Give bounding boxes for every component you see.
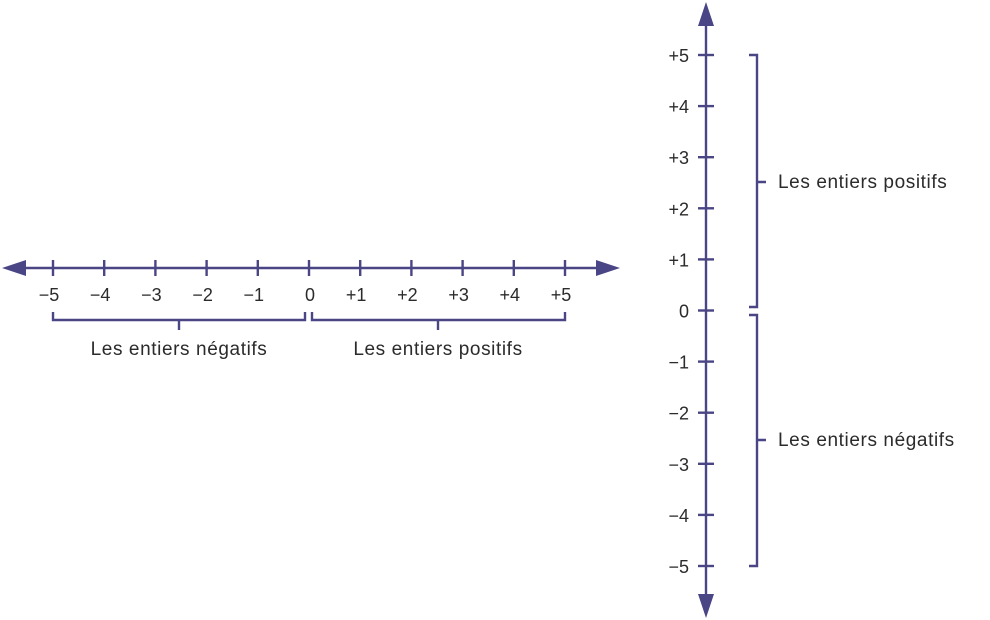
vertical-positive-integers-brace — [749, 53, 766, 309]
vertical-tick-label: +4 — [668, 97, 689, 117]
vertical-tick-label: −1 — [668, 353, 689, 373]
horizontal-tick-label: −4 — [90, 285, 111, 305]
vertical-tick-label: −4 — [668, 506, 689, 526]
horizontal-tick-label: +1 — [346, 285, 367, 305]
up-arrow-icon — [698, 2, 714, 26]
vertical-tick-label: −3 — [668, 455, 689, 475]
down-arrow-icon — [698, 594, 714, 618]
vertical-tick-label: +2 — [668, 199, 689, 219]
horizontal-tick-label: +4 — [500, 285, 521, 305]
horizontal-tick-label: 0 — [305, 285, 315, 305]
horizontal-tick-label: +5 — [551, 285, 572, 305]
vertical-tick-label: −2 — [668, 404, 689, 424]
vertical-negative-integers-label: Les entiers négatifs — [778, 430, 955, 451]
horizontal-tick-labels: −5 −4 −3 −2 −1 0 +1 +2 +3 +4 +5 — [39, 285, 572, 305]
horizontal-tick-label: −2 — [192, 285, 213, 305]
horizontal-number-line: −5 −4 −3 −2 −1 0 +1 +2 +3 +4 +5 Les entiers négati… — [2, 260, 620, 360]
positive-integers-brace — [310, 312, 567, 330]
left-arrow-icon — [2, 260, 26, 276]
positive-integers-label: Les entiers positifs — [353, 339, 522, 360]
horizontal-tick-label: −3 — [141, 285, 162, 305]
horizontal-tick-label: −1 — [244, 285, 265, 305]
vertical-tick-label: +5 — [668, 46, 689, 66]
horizontal-tick-label: −5 — [39, 285, 60, 305]
negative-integers-brace — [51, 312, 307, 330]
vertical-tick-label: +1 — [668, 250, 689, 270]
horizontal-tick-label: +3 — [448, 285, 469, 305]
vertical-tick-label: +3 — [668, 148, 689, 168]
horizontal-tick-label: +2 — [397, 285, 418, 305]
horizontal-ticks — [51, 260, 567, 276]
vertical-tick-label: −5 — [668, 557, 689, 577]
negative-integers-label: Les entiers négatifs — [91, 339, 268, 360]
vertical-negative-integers-brace — [749, 313, 766, 568]
right-arrow-icon — [596, 260, 620, 276]
vertical-number-line: +5 +4 +3 +2 +1 0 −1 −2 −3 −4 −5 Les entiers positi… — [668, 2, 954, 618]
vertical-tick-labels: +5 +4 +3 +2 +1 0 −1 −2 −3 −4 −5 — [668, 46, 689, 577]
vertical-positive-integers-label: Les entiers positifs — [778, 172, 947, 193]
vertical-tick-label: 0 — [679, 302, 689, 322]
vertical-ticks — [698, 53, 714, 568]
